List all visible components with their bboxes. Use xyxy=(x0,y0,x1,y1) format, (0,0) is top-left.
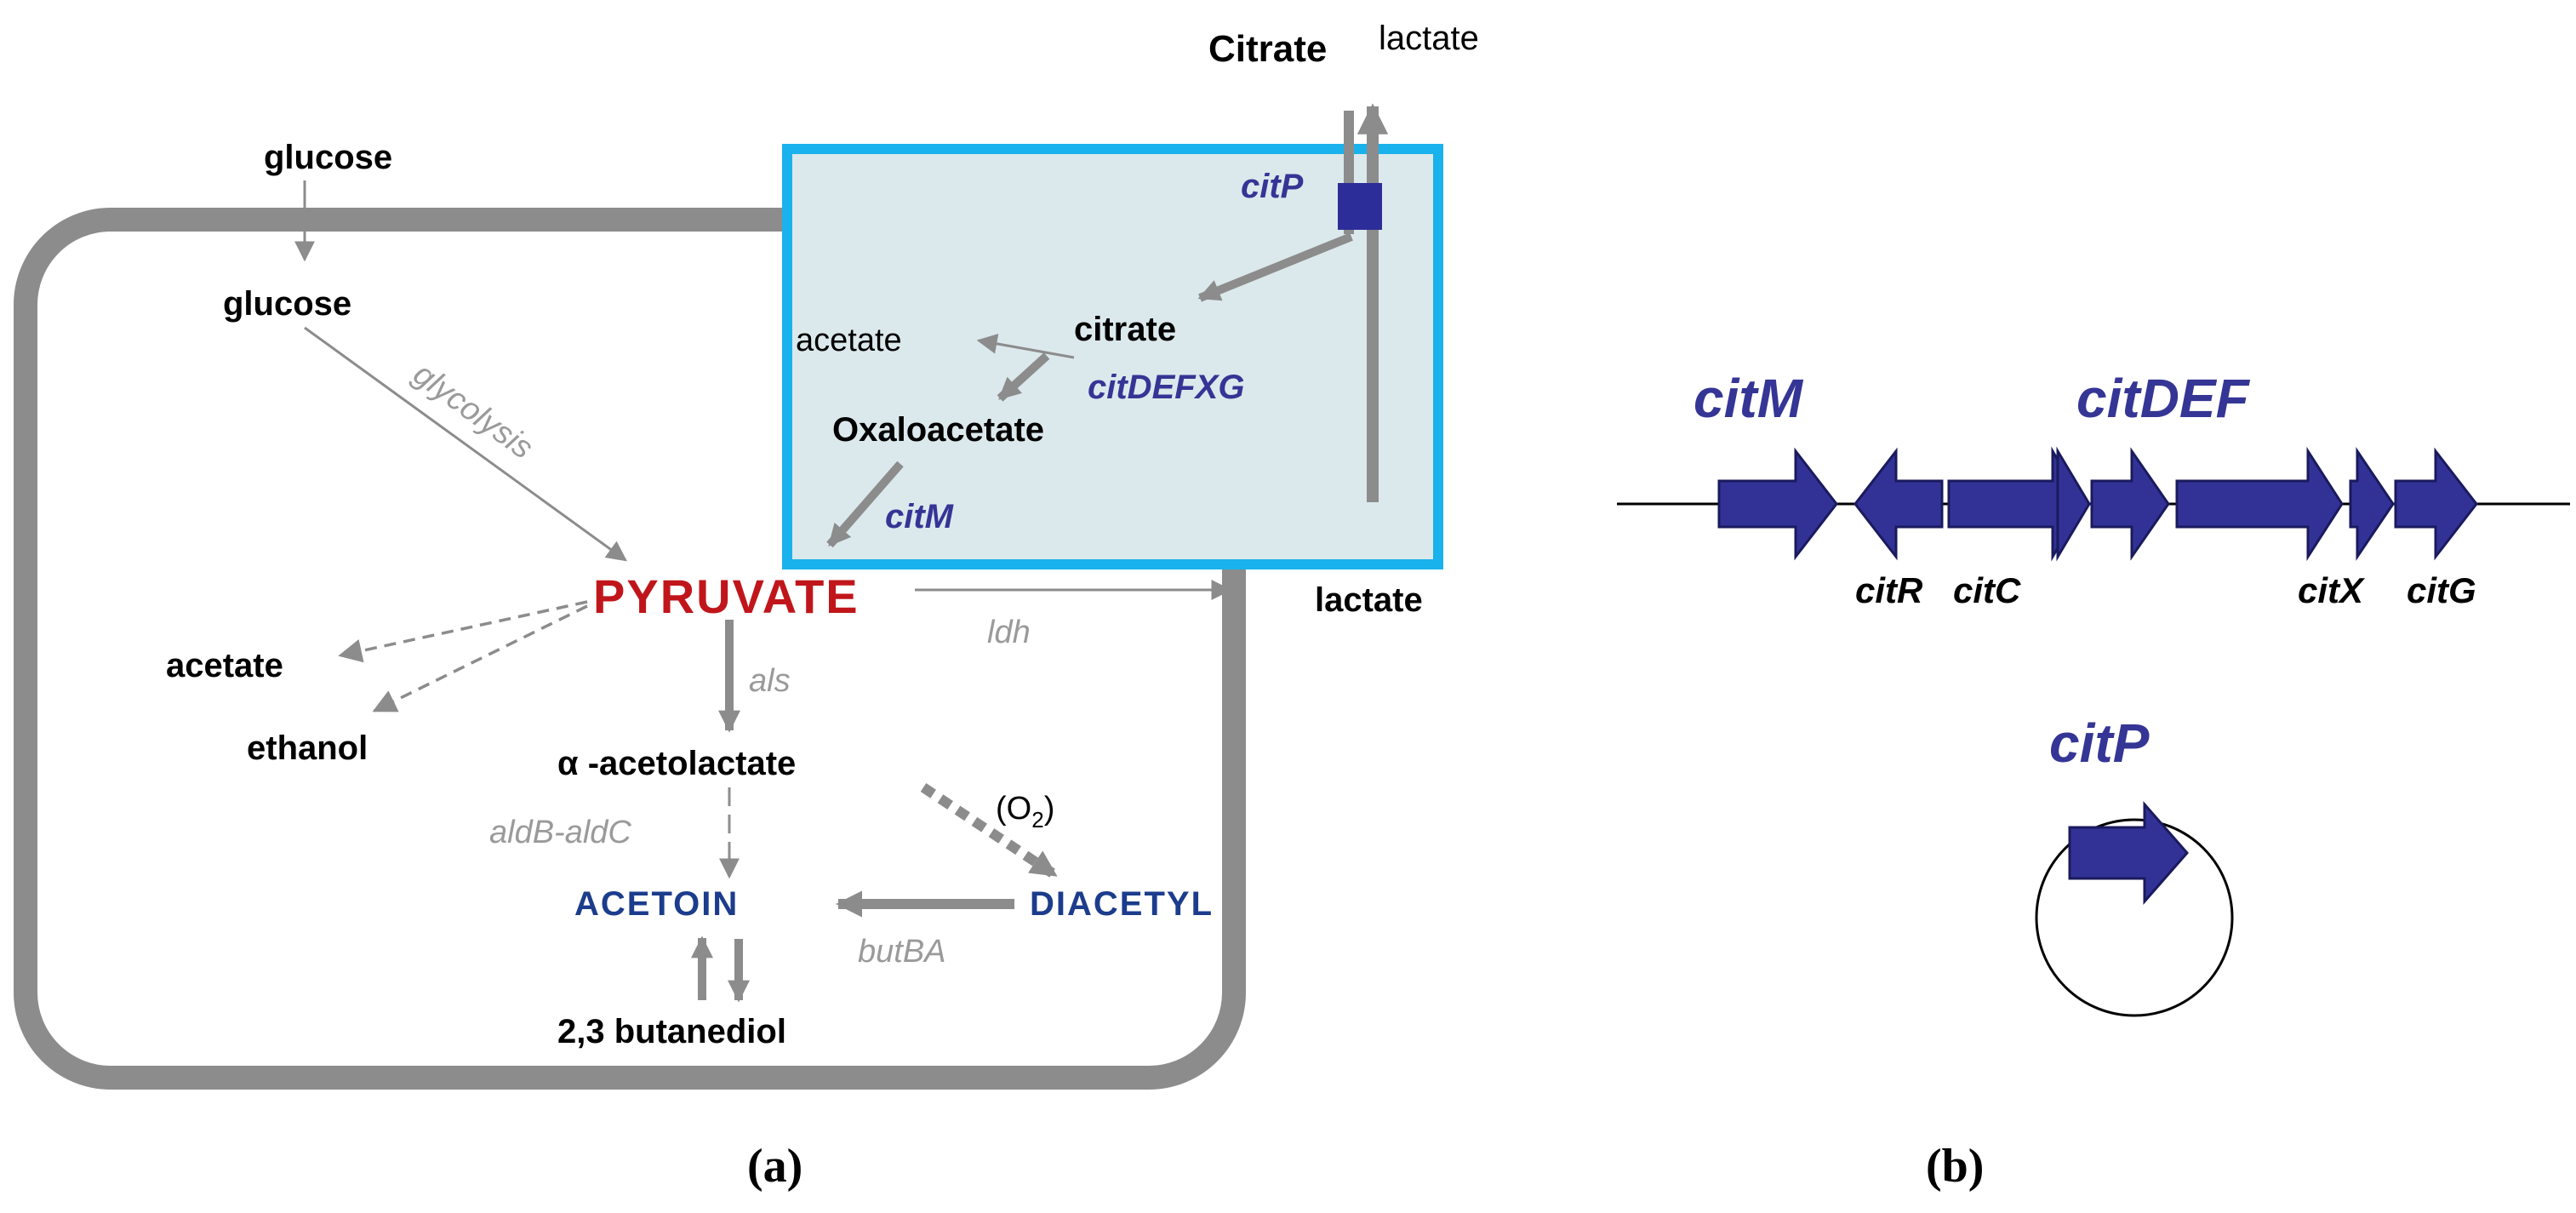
label-enzyme-ldh: ldh xyxy=(987,615,1031,650)
label-gene-citg: citG xyxy=(2407,570,2476,610)
label-acetate: acetate xyxy=(166,647,283,684)
arrow-oxaloacetate-to-pyruvate xyxy=(826,461,904,548)
plasmid-circle xyxy=(2035,818,2234,1017)
label-diacetyl: DIACETYL xyxy=(1030,885,1214,923)
citp-transporter xyxy=(1338,183,1382,230)
arrow-citrate-to-oxaloacetate xyxy=(997,352,1050,402)
label-oxaloacetate: Oxaloacetate xyxy=(832,411,1044,449)
label-acetolactate: α -acetolactate xyxy=(557,745,796,782)
plasmid-citp-gene-arrow xyxy=(2068,801,2189,905)
label-pyruvate: PYRUVATE xyxy=(593,569,860,623)
caption-a: (a) xyxy=(747,1140,803,1193)
label-lactate: lactate xyxy=(1315,581,1423,619)
label-gene-citm: citM xyxy=(885,498,955,535)
gene-citr-arrow xyxy=(1853,447,1944,561)
panel-b: citM citDEF citR citC citX citG citP (b) xyxy=(1617,368,2570,1193)
gene-citg-arrow xyxy=(2394,447,2478,561)
gene-citd-arrow xyxy=(2056,446,2091,562)
label-butanediol: 2,3 butanediol xyxy=(557,1013,786,1050)
arrow-pyruvate-to-ethanol xyxy=(372,604,588,712)
gene-cite-arrow xyxy=(2090,447,2170,561)
label-operon-citdef: citDEF xyxy=(2076,368,2251,429)
label-gene-citr: citR xyxy=(1855,570,1923,610)
label-citrate: citrate xyxy=(1074,311,1176,348)
panel-a: Citrate lactate glucose glucose citrate … xyxy=(14,20,1479,1193)
gene-citf-arrow xyxy=(2175,446,2344,562)
citrate-metabolism-box xyxy=(782,144,1443,569)
label-enzyme-aldb-aldc: aldB-aldC xyxy=(489,815,631,850)
cell-membrane xyxy=(14,208,1246,1090)
label-plasmid-citp: citP xyxy=(2049,712,2150,774)
arrow-citp-to-citrate xyxy=(1197,232,1353,302)
arrow-acetolactate-to-diacetyl xyxy=(920,783,1059,879)
label-gene-citc: citC xyxy=(1953,570,2021,610)
label-operon-citm: citM xyxy=(1694,368,1804,429)
label-gene-citp: citP xyxy=(1241,168,1304,205)
label-lactate-external: lactate xyxy=(1379,20,1479,57)
label-citrate-external: Citrate xyxy=(1208,28,1327,70)
label-ethanol: ethanol xyxy=(247,730,368,767)
arrow-glycolysis xyxy=(304,326,627,562)
label-gene-citx: citX xyxy=(2298,570,2366,610)
label-enzyme-butba: butBA xyxy=(858,934,946,970)
arrow-pyruvate-to-acetate xyxy=(338,600,588,663)
label-glucose: glucose xyxy=(223,285,351,323)
gene-citm-arrow xyxy=(1717,447,1838,561)
label-acetoin: ACETOIN xyxy=(574,885,739,923)
label-gene-citdefxg: citDEFXG xyxy=(1088,369,1244,406)
arrow-citrate-to-acetate xyxy=(976,333,1075,359)
label-oxygen: (O2) xyxy=(996,791,1054,833)
gene-citx-arrow xyxy=(2349,447,2395,561)
label-acetate-from-citrate: acetate xyxy=(796,323,902,358)
caption-b: (b) xyxy=(1926,1140,1984,1193)
label-glucose-external: glucose xyxy=(264,139,392,176)
label-enzyme-als: als xyxy=(749,663,791,699)
